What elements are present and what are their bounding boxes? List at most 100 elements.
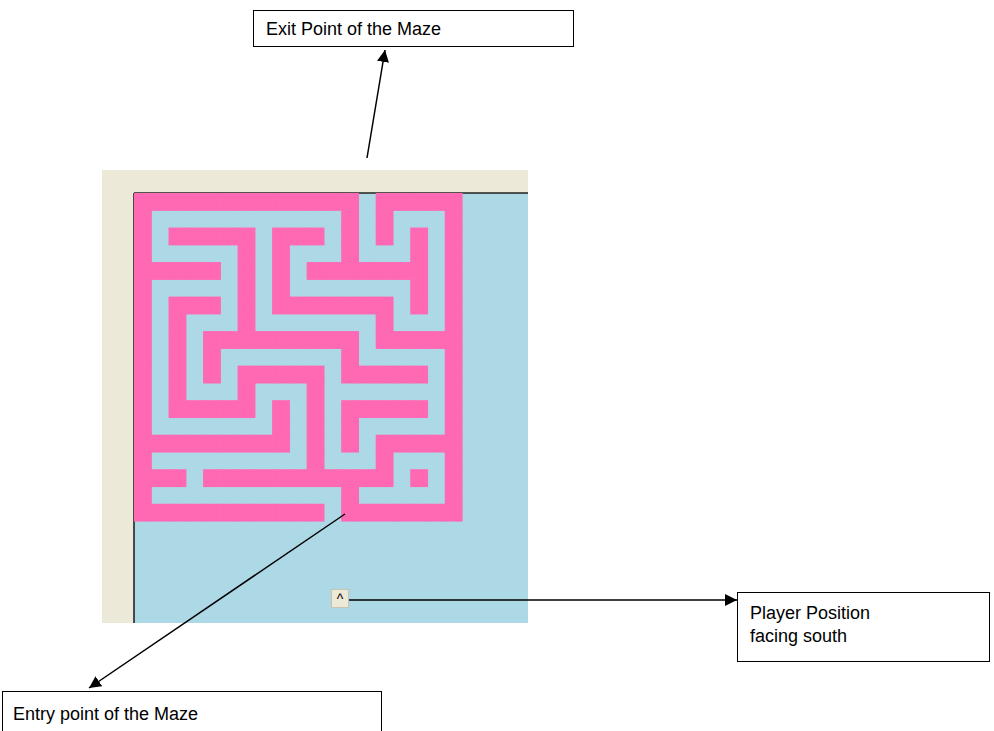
maze-wall	[169, 314, 187, 332]
maze-wall	[393, 504, 411, 522]
maze-wall	[410, 279, 428, 297]
maze-wall	[272, 400, 290, 418]
maze-wall	[151, 435, 169, 453]
maze-wall	[410, 331, 428, 349]
maze-wall	[238, 331, 256, 349]
maze-wall	[307, 297, 325, 315]
direction-symbol: ^	[337, 592, 344, 606]
maze-wall	[272, 193, 290, 211]
maze-wall	[134, 348, 152, 366]
maze-wall	[341, 297, 359, 315]
maze-wall	[186, 504, 204, 522]
maze-wall	[445, 469, 463, 487]
maze-wall	[410, 228, 428, 246]
maze-wall	[151, 193, 169, 211]
maze-wall	[376, 193, 394, 211]
connector-layer	[349, 600, 737, 601]
maze-wall	[220, 504, 238, 522]
maze-wall	[169, 228, 187, 246]
maze-wall	[272, 504, 290, 522]
leader-arrow	[367, 50, 385, 158]
maze-wall	[238, 279, 256, 297]
maze-wall	[203, 348, 221, 366]
maze-wall	[427, 504, 445, 522]
maze-wall	[341, 210, 359, 228]
maze-wall	[289, 331, 307, 349]
maze-wall	[324, 193, 342, 211]
maze-wall	[220, 469, 238, 487]
maze-wall	[307, 452, 325, 470]
maze-wall	[445, 400, 463, 418]
player-marker: ^	[331, 589, 349, 608]
maze-wall	[445, 210, 463, 228]
maze-wall	[341, 469, 359, 487]
maze-wall	[410, 435, 428, 453]
maze-wall	[169, 469, 187, 487]
maze-wall	[134, 210, 152, 228]
maze-wall	[238, 504, 256, 522]
maze-wall	[238, 297, 256, 315]
maze-wall	[203, 331, 221, 349]
maze-walls	[134, 193, 463, 522]
maze-wall	[289, 504, 307, 522]
maze-wall	[445, 348, 463, 366]
maze-wall	[376, 331, 394, 349]
maze-wall	[272, 262, 290, 280]
maze-wall	[203, 193, 221, 211]
maze-wall	[134, 400, 152, 418]
maze-wall	[341, 400, 359, 418]
maze-wall	[393, 262, 411, 280]
maze-wall	[134, 417, 152, 435]
maze-wall	[289, 297, 307, 315]
maze-wall	[410, 400, 428, 418]
maze-wall	[341, 262, 359, 280]
maze-wall	[220, 400, 238, 418]
maze-wall	[445, 314, 463, 332]
maze-wall	[134, 331, 152, 349]
maze-wall	[272, 435, 290, 453]
maze-wall	[186, 228, 204, 246]
maze-wall	[358, 469, 376, 487]
maze-wall	[169, 400, 187, 418]
maze-wall	[134, 228, 152, 246]
maze-wall	[358, 297, 376, 315]
maze-wall	[203, 504, 221, 522]
maze-wall	[255, 469, 273, 487]
maze-wall	[341, 435, 359, 453]
maze-wall	[445, 279, 463, 297]
maze-wall	[445, 228, 463, 246]
maze-wall	[203, 262, 221, 280]
window-ground	[102, 170, 528, 623]
maze-wall	[376, 452, 394, 470]
maze-wall	[307, 417, 325, 435]
maze-wall	[393, 400, 411, 418]
maze-wall	[358, 400, 376, 418]
maze-wall	[358, 504, 376, 522]
maze-wall	[376, 504, 394, 522]
maze-wall	[238, 400, 256, 418]
maze-wall	[203, 469, 221, 487]
maze-wall	[272, 279, 290, 297]
maze-wall	[134, 486, 152, 504]
maze-wall	[445, 366, 463, 384]
maze-wall	[272, 417, 290, 435]
maze-wall	[272, 297, 290, 315]
maze-wall	[393, 331, 411, 349]
maze-wall	[203, 400, 221, 418]
maze-wall	[169, 366, 187, 384]
leader-arrow	[89, 514, 345, 688]
callout-text: Exit Point of the Maze	[266, 18, 573, 41]
maze-wall	[376, 366, 394, 384]
maze-wall	[341, 228, 359, 246]
maze-wall	[169, 504, 187, 522]
maze-wall	[376, 435, 394, 453]
maze-wall	[134, 504, 152, 522]
callout-text: Player Position facing south	[750, 602, 890, 647]
maze-wall	[410, 469, 428, 487]
maze-wall	[445, 486, 463, 504]
maze-wall	[238, 435, 256, 453]
maze-wall	[445, 383, 463, 401]
maze-wall	[445, 245, 463, 263]
maze-wall	[134, 245, 152, 263]
